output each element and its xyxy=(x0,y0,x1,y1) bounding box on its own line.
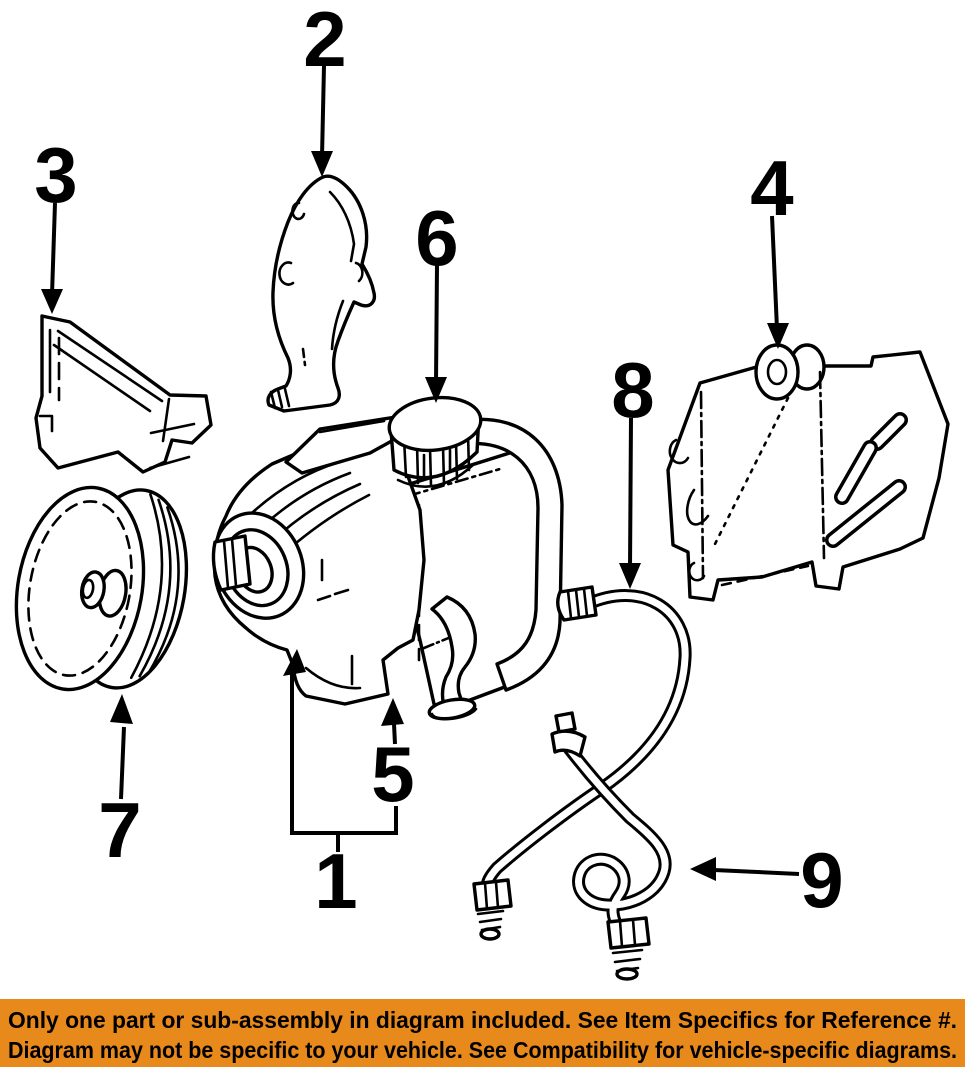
arrowhead-6 xyxy=(425,377,447,403)
arrowhead-4 xyxy=(767,323,789,349)
callout-9: 9 xyxy=(690,836,844,924)
callout-9-label: 9 xyxy=(800,836,843,924)
arrowhead-1 xyxy=(283,649,306,676)
callouts: 2 3 6 4 8 7 xyxy=(34,0,843,925)
callout-8: 8 xyxy=(611,346,655,589)
arrowhead-5 xyxy=(381,698,404,726)
banner-line-2: Diagram may not be specific to your vehi… xyxy=(8,1037,957,1063)
hose-end-fitting-bottom xyxy=(606,916,651,981)
mount-plate-drawing xyxy=(666,343,950,602)
hose-end-fitting-left xyxy=(472,878,513,941)
arrowhead-8 xyxy=(619,563,641,589)
hose-clamp xyxy=(554,711,577,734)
arrowhead-2 xyxy=(311,151,333,177)
disclaimer-banner: Only one part or sub-assembly in diagram… xyxy=(0,999,965,1067)
arrowhead-7 xyxy=(110,694,133,724)
arrowhead-9 xyxy=(690,857,716,881)
arrowhead-3 xyxy=(41,289,63,314)
callout-3: 3 xyxy=(34,131,78,314)
callout-1: 1 xyxy=(283,649,398,925)
pump-shaft xyxy=(211,534,252,592)
callout-1-label: 1 xyxy=(314,837,357,925)
callout-2: 2 xyxy=(303,0,347,177)
callout-3-label: 3 xyxy=(34,131,77,219)
callout-5: 5 xyxy=(371,698,415,818)
callout-4-label: 4 xyxy=(750,144,793,232)
callout-8-label: 8 xyxy=(611,346,654,434)
callout-2-label: 2 xyxy=(303,0,346,83)
callout-7: 7 xyxy=(98,694,142,874)
bracket-hook-drawing xyxy=(266,174,377,413)
callout-4: 4 xyxy=(750,144,794,349)
callout-6-label: 6 xyxy=(415,194,458,282)
hose-drawing xyxy=(472,585,692,981)
bracket-front-drawing xyxy=(34,314,213,474)
reservoir-drawing xyxy=(391,417,564,721)
callout-6: 6 xyxy=(415,194,459,403)
callout-5-label: 5 xyxy=(371,730,414,818)
banner-background xyxy=(0,999,965,1067)
pulley-drawing xyxy=(14,485,189,692)
reservoir-cap-drawing xyxy=(387,395,483,488)
pump-body-drawing xyxy=(211,415,426,706)
banner-line-1: Only one part or sub-assembly in diagram… xyxy=(8,1007,957,1033)
callout-7-label: 7 xyxy=(98,786,141,874)
reservoir-strap xyxy=(464,417,564,692)
